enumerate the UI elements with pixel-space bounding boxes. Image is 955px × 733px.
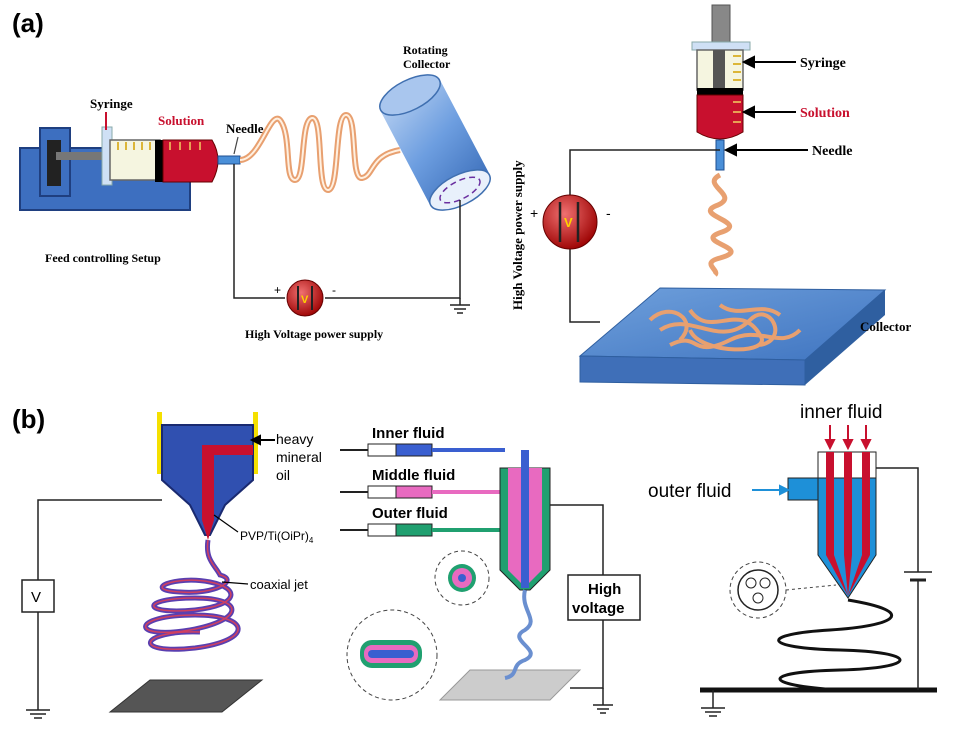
needle-pointer-left <box>233 136 239 155</box>
coaxial-jet-label: coaxial jet <box>250 577 308 592</box>
fiber-jet-right <box>707 172 734 277</box>
power-supply-icon-left <box>286 279 324 317</box>
jet-b-mid <box>504 589 533 680</box>
fiber-mat <box>648 303 802 352</box>
feed-label: Feed controlling Setup <box>45 251 161 265</box>
rotating-collector <box>379 74 491 211</box>
right-pointers <box>723 55 808 157</box>
rotating-label-1: Rotating <box>403 43 448 57</box>
pvp-label: PVP/Ti(OiPr)4 <box>240 529 314 545</box>
rotating-label-2: Collector <box>403 57 451 71</box>
power-supply-icon-right <box>542 194 598 250</box>
oil-label-2: mineral <box>276 449 322 465</box>
needle-label-right: Needle <box>812 144 852 159</box>
power-label-right: High Voltage power supply <box>510 160 525 310</box>
multi-channel-nozzle <box>787 451 877 599</box>
oil-label-1: heavy <box>276 431 313 447</box>
oil-label-3: oil <box>276 467 290 483</box>
outer-fluid-label-right: outer fluid <box>648 481 731 502</box>
oil-pointer <box>249 434 275 446</box>
outer-fluid-label: Outer fluid <box>372 505 448 522</box>
syringe-right <box>691 4 751 171</box>
plate-b-mid <box>438 669 582 701</box>
feed-setup <box>19 126 241 211</box>
inner-fluid-label-right: inner fluid <box>800 402 882 423</box>
middle-fluid-label: Middle fluid <box>372 467 455 484</box>
jet-b-right <box>777 598 902 692</box>
plus-right: + <box>530 205 538 221</box>
inner-fluid-label: Inner fluid <box>372 425 445 442</box>
needle-label-left: Needle <box>226 121 264 136</box>
circuit-b-right <box>701 467 932 717</box>
panel-b-label: (b) <box>12 404 45 434</box>
syringe-label-right: Syringe <box>800 56 846 71</box>
hv-label-2: voltage <box>572 600 625 617</box>
circuit-left <box>233 164 470 314</box>
minus-right: - <box>606 205 611 221</box>
minus-left: - <box>332 283 336 297</box>
v-label-right: V <box>564 215 573 230</box>
triaxial-syringes <box>340 443 551 591</box>
syringe-label-left: Syringe <box>90 96 133 111</box>
collector-plate <box>578 287 887 386</box>
circuit-b-left <box>26 499 162 719</box>
solution-label-left: Solution <box>158 113 205 128</box>
v-label-b-left: V <box>31 589 41 606</box>
high-voltage-box <box>567 574 641 621</box>
voltage-box-b-left <box>21 579 55 613</box>
collector-label-right: Collector <box>860 319 911 334</box>
coaxial-nozzle <box>157 412 258 540</box>
plate-b-left <box>108 679 264 713</box>
v-label-left: V <box>301 294 309 306</box>
outer-fluid-arrow <box>752 484 791 496</box>
plus-left: + <box>274 283 281 297</box>
circuit-right <box>569 149 720 323</box>
circuit-b-mid <box>550 504 613 714</box>
hv-label-1: High <box>588 581 621 598</box>
power-label-left: High Voltage power supply <box>245 327 383 341</box>
panel-a-label: (a) <box>12 8 44 38</box>
solution-label-right: Solution <box>800 106 850 121</box>
inner-fluid-arrows <box>824 425 872 451</box>
